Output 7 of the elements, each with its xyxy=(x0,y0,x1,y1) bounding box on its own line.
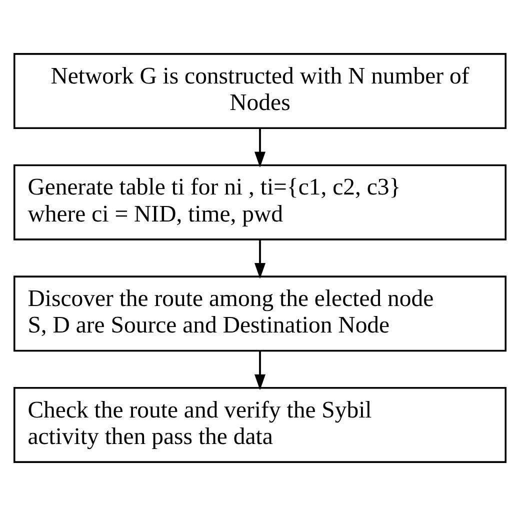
node-box: Discover the route among the elected node S, D are Source and Destination Node xyxy=(14,275,506,352)
node-box: Check the route and verify the Sybil activity then pass the data xyxy=(14,386,506,462)
arrow xyxy=(254,128,266,167)
node-box: Network G is constructed with N number of Nodes xyxy=(14,52,506,129)
arrow xyxy=(254,350,266,390)
arrow xyxy=(254,239,266,278)
node-box: Generate table ti for ni , ti={c1, c2, c3} where ci = NID, time, pwd xyxy=(14,164,506,240)
